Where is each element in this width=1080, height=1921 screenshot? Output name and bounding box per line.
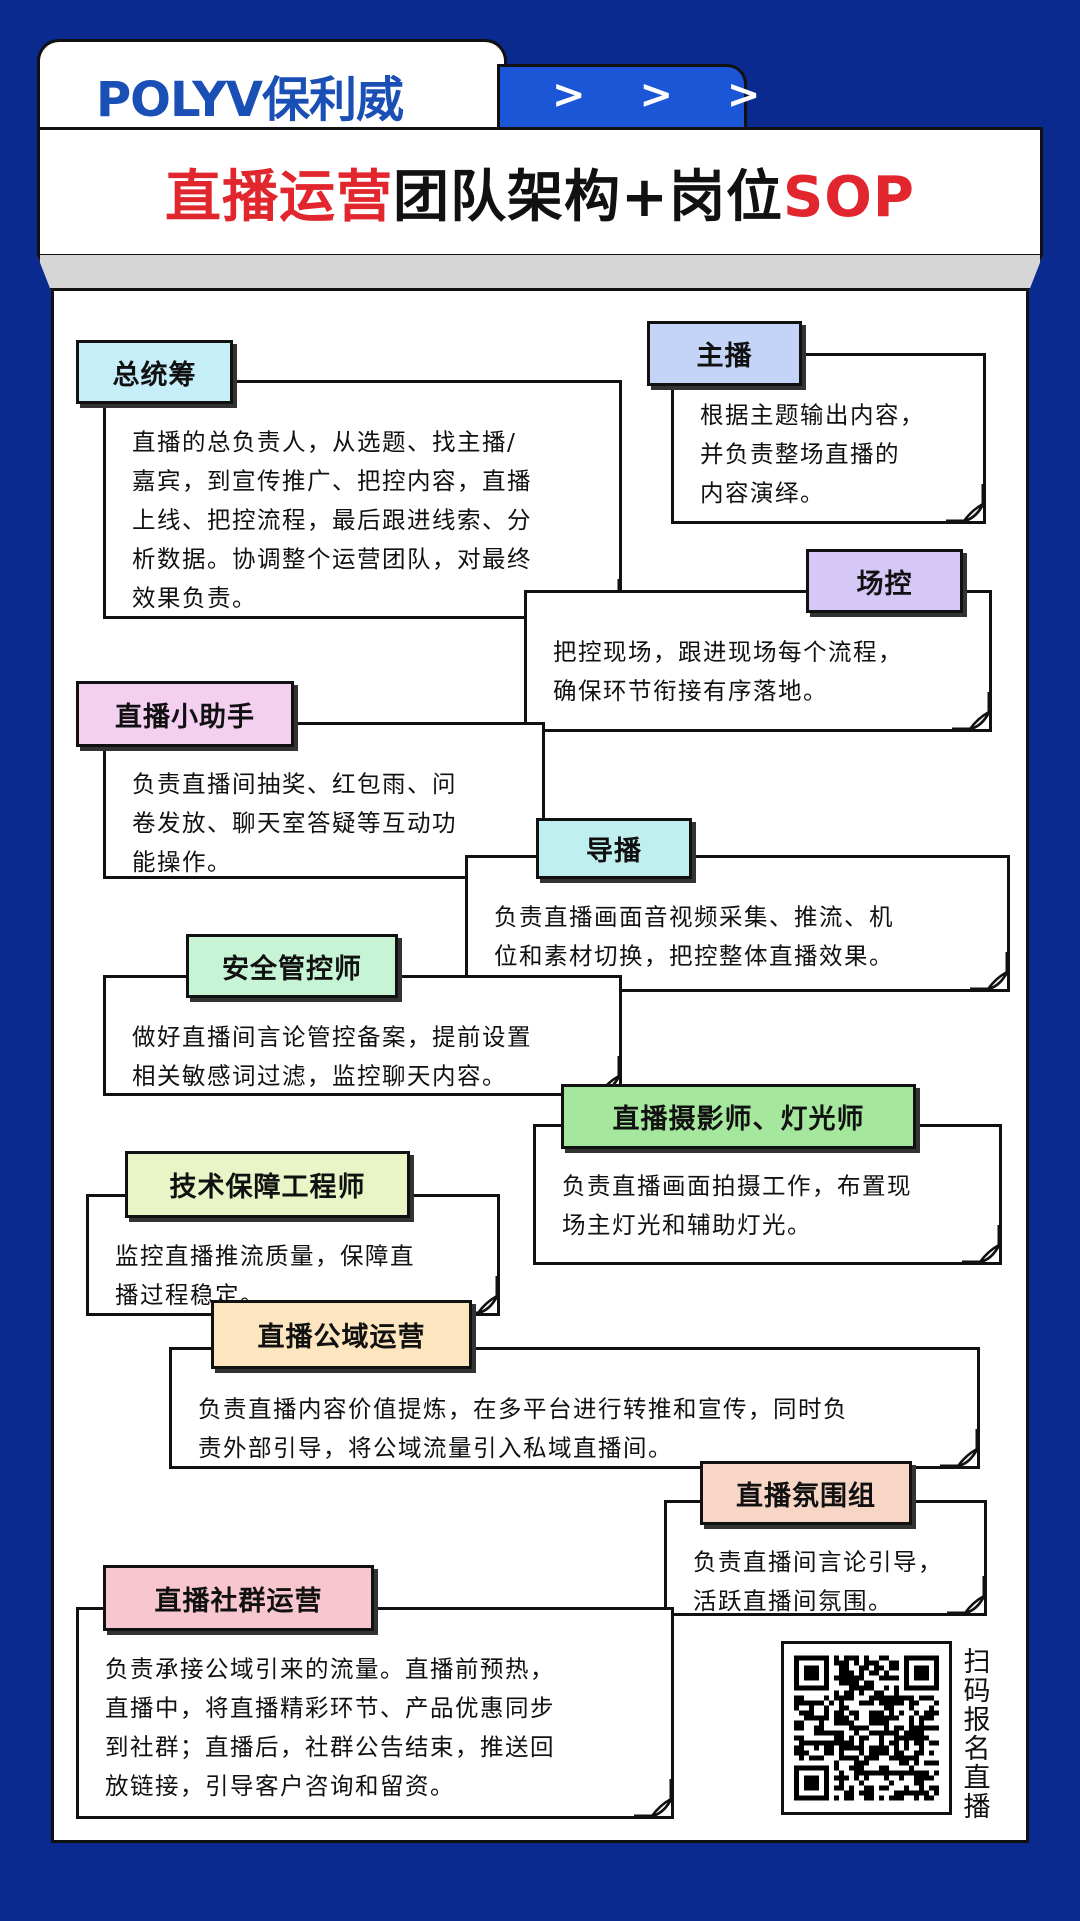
label-field-control: 场控 bbox=[806, 549, 963, 613]
polyv-logo: POLYV保利威 bbox=[96, 72, 404, 128]
label-atmosphere: 直播氛围组 bbox=[700, 1461, 912, 1525]
qr-code-icon bbox=[794, 1655, 939, 1801]
card-text-line: 直播的总负责人，从选题、找主播/ bbox=[132, 428, 517, 456]
qr-caption: 扫码报名直播 bbox=[963, 1647, 991, 1823]
card-text-line: 做好直播间言论管控备案，提前设置 bbox=[132, 1023, 532, 1051]
card-text-line: 并负责整场直播的 bbox=[700, 440, 900, 468]
qr-code[interactable] bbox=[781, 1641, 952, 1815]
banner-shadow-strip bbox=[37, 255, 1043, 291]
card-text-line: 内容演绎。 bbox=[700, 479, 825, 507]
label-camera-lighting: 直播摄影师、灯光师 bbox=[561, 1084, 916, 1149]
card-body-assistant: 负责直播间抽奖、红包雨、问卷发放、聊天室答疑等互动功能操作。 bbox=[103, 722, 545, 879]
card-text-line: 负责直播画面音视频采集、推流、机 bbox=[494, 903, 894, 931]
card-text-line: 效果负责。 bbox=[132, 584, 257, 612]
label-general-coordinator: 总统筹 bbox=[76, 340, 233, 404]
label-tech: 技术保障工程师 bbox=[125, 1151, 410, 1218]
page-curl-icon bbox=[634, 1779, 674, 1819]
card-text-line: 位和素材切换，把控整体直播效果。 bbox=[494, 942, 894, 970]
title-part-2: 团队架构+岗位 bbox=[393, 164, 783, 230]
card-text-line: 相关敏感词过滤，监控聊天内容。 bbox=[132, 1062, 507, 1090]
arrow-tab bbox=[497, 64, 747, 134]
card-text-line: 析数据。协调整个运营团队，对最终 bbox=[132, 545, 532, 573]
card-body-field-control: 把控现场，跟进现场每个流程， 确保环节衔接有序落地。 bbox=[524, 590, 992, 732]
card-text-line: 负责直播间言论引导， bbox=[693, 1548, 943, 1576]
page-curl-icon bbox=[460, 1276, 500, 1316]
card-text-line: 卷发放、聊天室答疑等互动功 bbox=[132, 809, 457, 837]
label-community-ops: 直播社群运营 bbox=[103, 1565, 374, 1631]
label-director: 导播 bbox=[536, 818, 692, 879]
page-curl-icon bbox=[946, 484, 986, 524]
card-body-general-coordinator: 直播的总负责人，从选题、找主播/嘉宾，到宣传推广、把控内容，直播上线、把控流程，… bbox=[103, 380, 622, 619]
card-text-line: 负责直播内容价值提炼，在多平台进行转推和宣传，同时负 bbox=[198, 1395, 848, 1423]
card-text-line: 上线、把控流程，最后跟进线索、分 bbox=[132, 506, 532, 534]
card-body-community-ops: 负责承接公域引来的流量。直播前预热， 直播中，将直播精彩环节、产品优惠同步到社群；… bbox=[76, 1607, 674, 1819]
card-text-line: 监控直播推流质量，保障直 bbox=[115, 1242, 415, 1270]
title-part-3: SOP bbox=[782, 164, 915, 230]
card-text-line: 场主灯光和辅助灯光。 bbox=[562, 1211, 812, 1239]
card-text-line: 根据主题输出内容， bbox=[700, 401, 925, 429]
card-text-line: 负责直播间抽奖、红包雨、问 bbox=[132, 770, 457, 798]
card-text-line: 嘉宾，到宣传推广、把控内容，直播 bbox=[132, 467, 532, 495]
label-assistant: 直播小助手 bbox=[76, 681, 294, 747]
card-text-line: 责外部引导，将公域流量引入私域直播间。 bbox=[198, 1434, 673, 1462]
card-text-line: 把控现场，跟进现场每个流程， bbox=[553, 638, 903, 666]
card-text-line: 负责直播画面拍摄工作，布置现 bbox=[562, 1172, 912, 1200]
card-text-line: 能操作。 bbox=[132, 848, 232, 876]
label-safety: 安全管控师 bbox=[186, 934, 398, 998]
page-curl-icon bbox=[947, 1576, 987, 1616]
card-text-line: 负责承接公域引来的流量。直播前预热， bbox=[105, 1655, 555, 1683]
title-part-1: 直播运营 bbox=[165, 164, 394, 230]
page-curl-icon bbox=[940, 1429, 980, 1469]
card-body-public-ops: 负责直播内容价值提炼，在多平台进行转推和宣传，同时负责外部引导，将公域流量引入私… bbox=[169, 1347, 980, 1469]
card-text-line: 直播中，将直播精彩环节、产品优惠同步 bbox=[105, 1694, 555, 1722]
card-text-line: 确保环节衔接有序落地。 bbox=[553, 677, 828, 705]
chevrons-icon: > > > bbox=[552, 72, 781, 118]
label-host: 主播 bbox=[647, 321, 802, 386]
label-public-ops: 直播公域运营 bbox=[211, 1300, 472, 1369]
card-text-line: 放链接，引导客户咨询和留资。 bbox=[105, 1772, 455, 1800]
card-text-line: 到社群；直播后，社群公告结束，推送回 bbox=[105, 1733, 555, 1761]
page-curl-icon bbox=[970, 952, 1010, 992]
card-body-atmosphere: 负责直播间言论引导， 活跃直播间氛围。 bbox=[664, 1500, 987, 1616]
card-text-line: 活跃直播间氛围。 bbox=[693, 1587, 893, 1615]
page-curl-icon bbox=[952, 692, 992, 732]
card-body-host: 根据主题输出内容， 并负责整场直播的内容演绎。 bbox=[671, 353, 986, 524]
page-title: 直播运营团队架构+岗位SOP bbox=[165, 152, 915, 233]
page-curl-icon bbox=[962, 1225, 1002, 1265]
title-banner: 直播运营团队架构+岗位SOP bbox=[37, 127, 1043, 257]
logo-tab bbox=[37, 39, 507, 134]
